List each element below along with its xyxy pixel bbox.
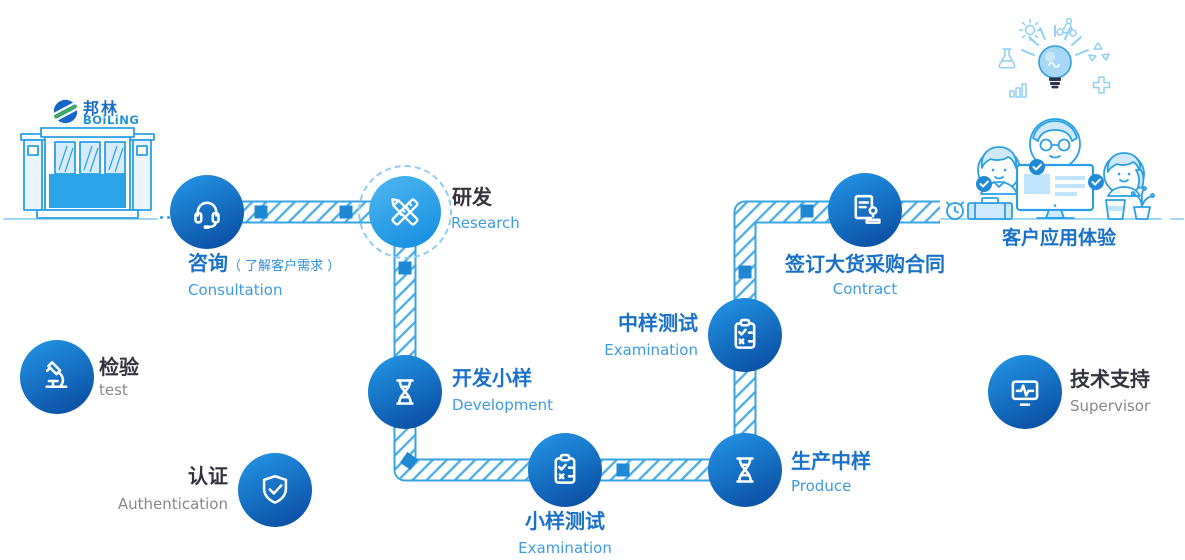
gear-icon [1018,18,1042,42]
man-avatar [1029,118,1081,170]
node-consultation [170,175,244,249]
customer-experience-illustration [946,118,1155,220]
ground-line-dash [1170,218,1184,220]
label-produce-cn: 生产中样 [791,449,871,473]
label-development-cn: 开发小样 [452,366,532,390]
pencil-ruler-icon [391,198,419,226]
factory-building-illustration [20,127,155,219]
label-research-cn: 研发 [452,185,492,209]
dna-icon [736,457,754,483]
recycle-icon [1088,42,1110,62]
briefcase-icon [967,197,1013,220]
label-mid-test-cn: 中样测试 [618,311,698,335]
label-sample-test-en: Examination [518,539,612,557]
label-contract-cn: 签订大货采购合同 [785,252,945,276]
label-consultation-note: （ 了解客户需求 ） [228,259,341,274]
label-experience-cn: 客户应用体验 [1002,227,1117,249]
node-development [368,355,442,429]
girl-avatar [1103,152,1145,197]
molecule-icon [1056,17,1077,37]
label-consultation-cn: 咨询（ 了解客户需求 ） [188,251,341,275]
label-mid-test-en: Examination [604,341,698,359]
dna-icon [396,379,414,405]
node-contract [828,173,902,247]
node-inspection [20,340,94,414]
node-support [988,355,1062,429]
logo-name-en: BOiLiNG [83,113,140,127]
plant-icon [1130,186,1155,220]
shield-check-icon [262,474,288,504]
label-development-en: Development [452,396,553,414]
check-badges [976,159,1104,192]
node-produce [708,433,782,507]
label-inspection-cn: 检验 [99,355,139,379]
label-consultation-en: Consultation [188,281,283,299]
company-logo-icon [52,99,79,124]
node-sample-test [528,433,602,507]
flask-icon [998,48,1016,69]
coffee-cup-icon [1105,199,1126,220]
logo-name-cn: 邦林 [83,99,120,118]
label-certification-cn: 认证 [188,464,228,488]
node-research [369,176,441,248]
label-certification-en: Authentication [117,495,228,513]
monitor [1015,163,1095,219]
label-inspection-en: test [99,381,128,399]
ground-line-left [3,218,158,220]
clock-icon [946,201,964,220]
label-support-en: Supervisor [1070,397,1151,415]
track-chips [254,204,814,477]
monitor-pulse-icon [1011,380,1039,406]
deco-icons [998,17,1111,98]
research-dashed-ring [358,165,452,259]
label-research-en: Research [451,214,520,232]
node-certification [238,453,312,527]
label-produce-en: Produce [791,477,852,495]
microscope-icon [45,361,68,389]
node-mid-test [708,298,782,372]
clipboard-check-icon [554,453,576,484]
headset-icon [194,201,220,229]
label-sample-test-cn: 小样测试 [525,509,605,533]
clipboard-check-icon [734,318,756,349]
plus-icon [1092,76,1111,94]
label-support-cn: 技术支持 [1070,367,1150,391]
chart-bars-icon [1009,83,1027,98]
label-contract-en: Contract [832,280,898,298]
ground-line-right [940,218,1162,220]
contract-stamp-icon [854,194,881,224]
